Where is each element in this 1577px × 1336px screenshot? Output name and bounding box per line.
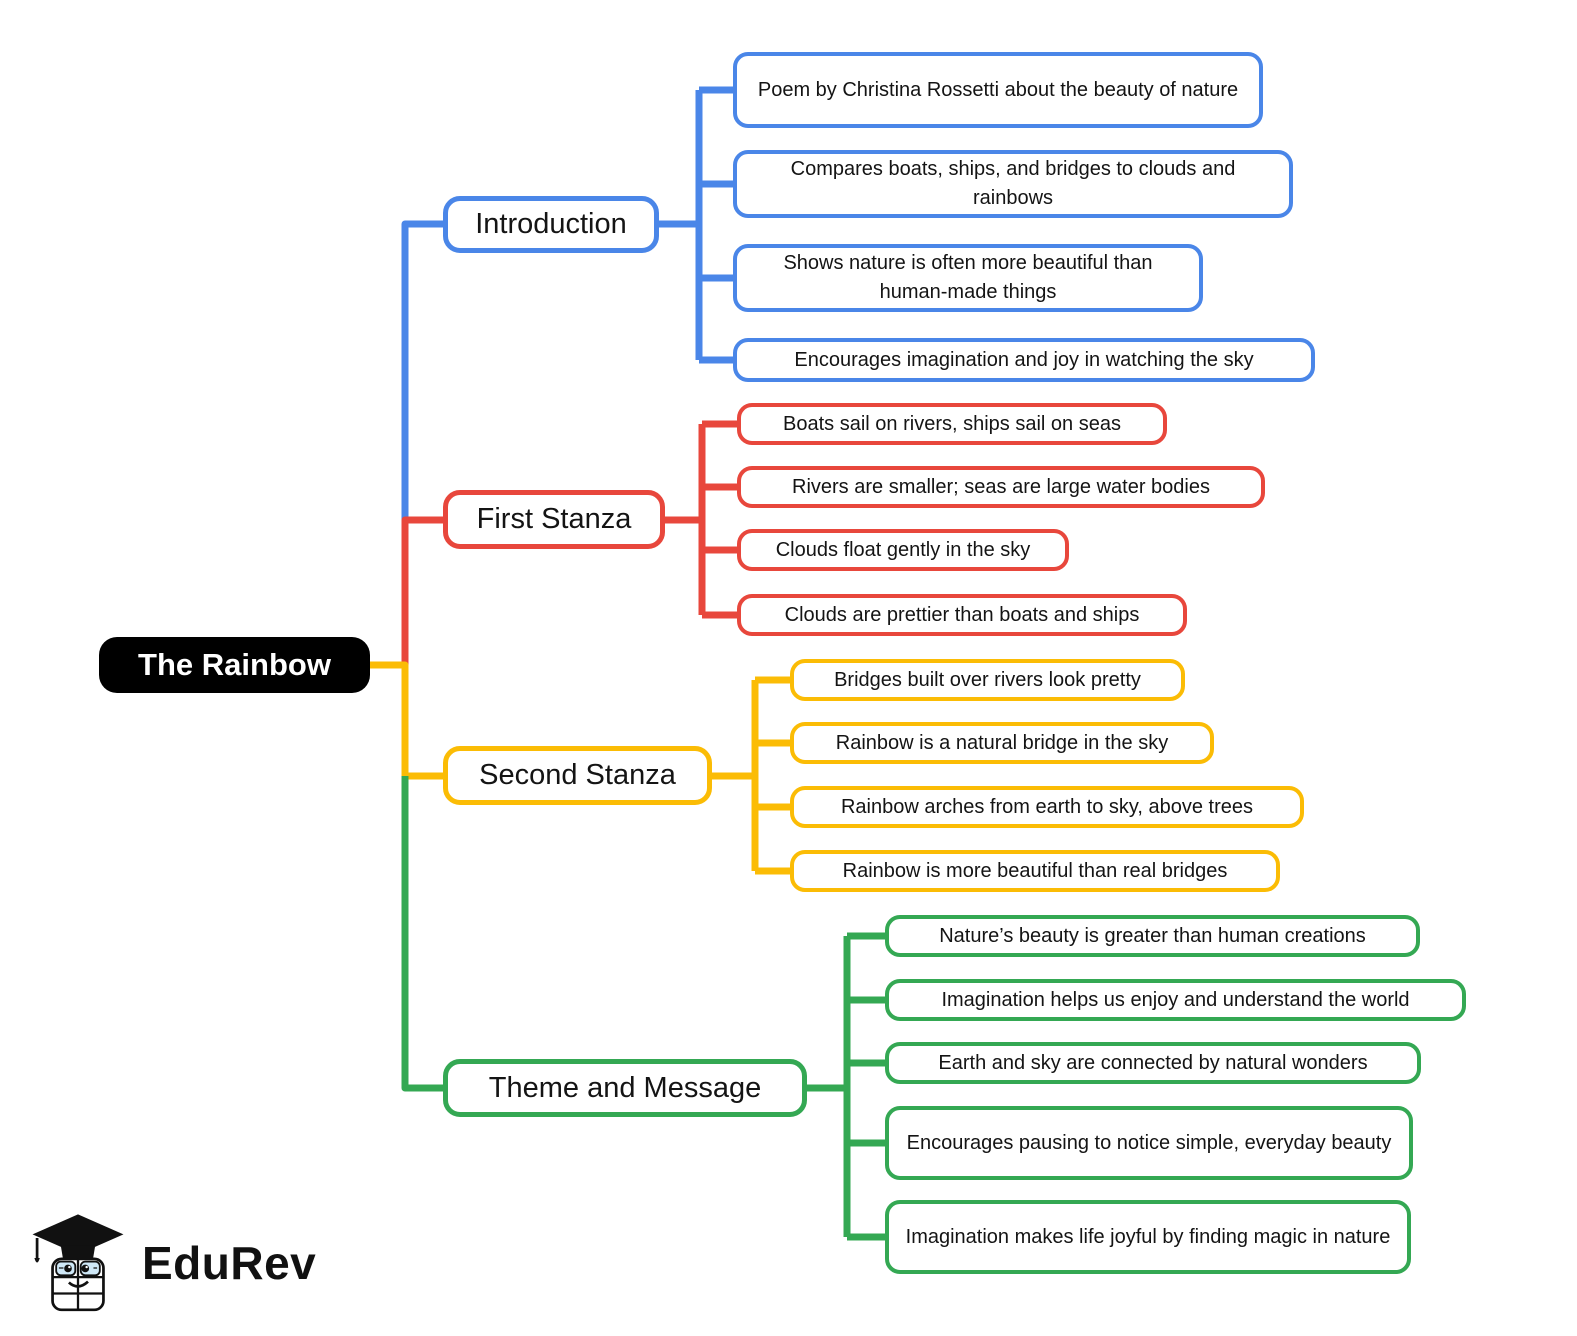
leaf-node: Encourages imagination and joy in watchi…: [733, 338, 1315, 382]
topic-node-introduction: Introduction: [443, 196, 659, 253]
leaf-node: Nature’s beauty is greater than human cr…: [885, 915, 1420, 957]
leaf-node: Rainbow is a natural bridge in the sky: [790, 722, 1214, 764]
leaf-node: Rivers are smaller; seas are large water…: [737, 466, 1265, 508]
leaf-node: Rainbow arches from earth to sky, above …: [790, 786, 1304, 828]
branch-line-first-stanza: [401, 420, 737, 665]
central-node: The Rainbow: [99, 637, 370, 693]
topic-node-theme-message: Theme and Message: [443, 1059, 807, 1117]
leaf-node: Imagination helps us enjoy and understan…: [885, 979, 1466, 1021]
branch-line-introduction: [401, 86, 733, 520]
leaf-node: Boats sail on rivers, ships sail on seas: [737, 403, 1167, 445]
leaf-node: Rainbow is more beautiful than real brid…: [790, 850, 1280, 892]
topic-node-first-stanza: First Stanza: [443, 490, 665, 549]
leaf-node: Clouds float gently in the sky: [737, 529, 1069, 571]
leaf-node: Shows nature is often more beautiful tha…: [733, 244, 1203, 312]
branch-line-theme-message: [401, 776, 885, 1241]
edurev-logo-text: EduRev: [142, 1237, 317, 1289]
branch-line-second-stanza: [370, 661, 790, 875]
leaf-node: Bridges built over rivers look pretty: [790, 659, 1185, 701]
leaf-node: Encourages pausing to notice simple, eve…: [885, 1106, 1413, 1180]
leaf-node: Poem by Christina Rossetti about the bea…: [733, 52, 1263, 128]
leaf-node: Compares boats, ships, and bridges to cl…: [733, 150, 1293, 218]
edurev-logo: EduRev: [28, 1208, 316, 1318]
leaf-node: Imagination makes life joyful by finding…: [885, 1200, 1411, 1274]
topic-node-second-stanza: Second Stanza: [443, 746, 712, 805]
leaf-node: Earth and sky are connected by natural w…: [885, 1042, 1421, 1084]
leaf-node: Clouds are prettier than boats and ships: [737, 594, 1187, 636]
edurev-mascot-icon: [32, 1214, 124, 1312]
